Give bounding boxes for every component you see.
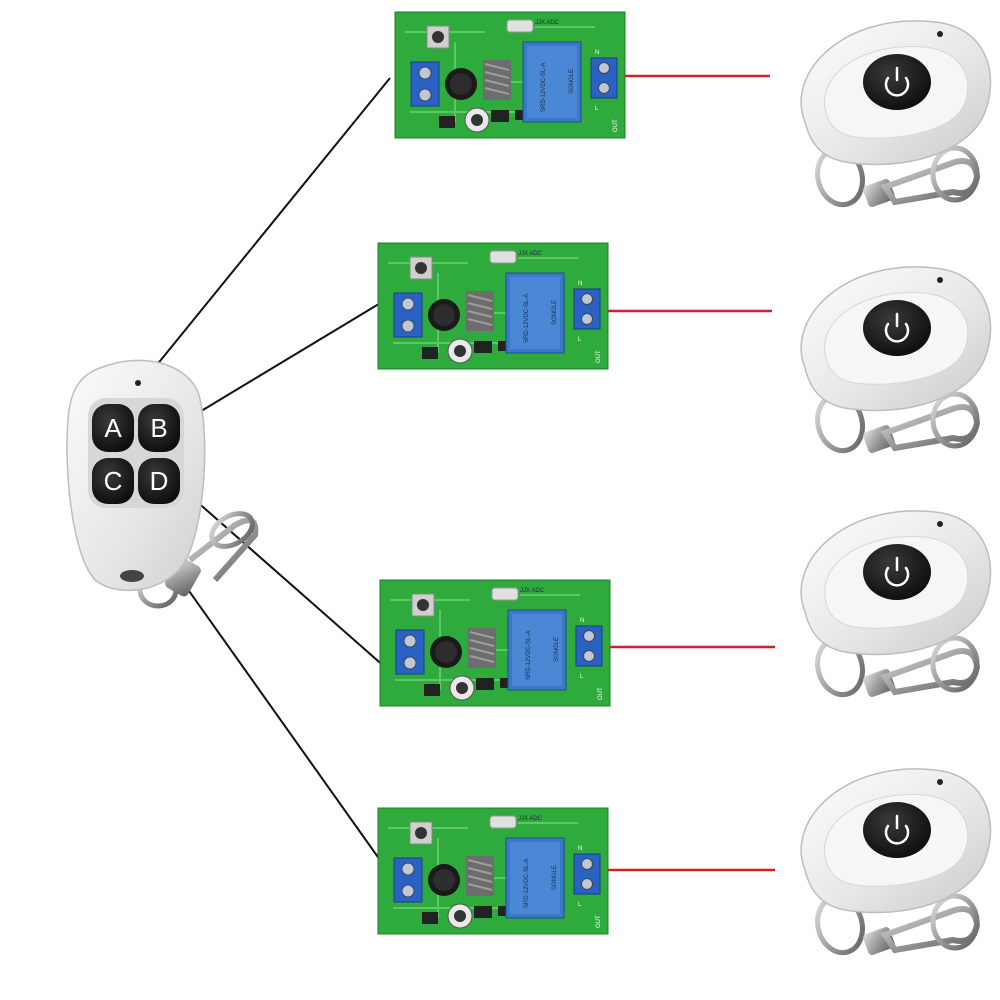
- relay-brand: SONGLE: [552, 865, 558, 890]
- button-b[interactable]: B: [138, 404, 180, 452]
- button-a-label: A: [104, 413, 122, 443]
- single-button-remote-1: [801, 21, 990, 210]
- link-line-d: [177, 484, 387, 669]
- receiver-board-3: JJX ADC SRD-12VDC-SL-A SONGLE N L OUT: [379, 579, 611, 707]
- button-a[interactable]: A: [92, 404, 134, 452]
- board-brand: JJX ADC: [520, 588, 545, 594]
- relay-label: SRD-12VDC-SL-A: [526, 631, 532, 680]
- terminal-l-label: L: [580, 674, 584, 680]
- output-lines: [602, 74, 775, 872]
- terminal-n-label: N: [580, 618, 584, 624]
- button-d[interactable]: D: [138, 458, 180, 504]
- out-label: OUT: [596, 350, 602, 363]
- four-button-remote: A B C D: [66, 359, 259, 609]
- button-c[interactable]: C: [92, 458, 134, 504]
- relay-label: SRD-12VDC-SL-A: [541, 63, 547, 112]
- out-label: OUT: [613, 119, 619, 132]
- receiver-board-2: JJX ADC SRD-12VDC-SL-A SONGLE N L OUT: [377, 242, 609, 370]
- power-button[interactable]: [867, 542, 927, 602]
- receiver-board-4: JJX ADC SRD-12VDC-SL-A SONGLE N L OUT: [377, 807, 609, 935]
- board-brand: JJX ADC: [518, 816, 543, 822]
- relay-label: SRD-12VDC-SL-A: [524, 294, 530, 343]
- single-button-remote-4: [801, 769, 990, 958]
- relay-brand: SONGLE: [554, 637, 560, 662]
- relay-brand: SONGLE: [569, 69, 575, 94]
- power-button[interactable]: [867, 298, 927, 358]
- out-label: OUT: [598, 687, 604, 700]
- terminal-n-label: N: [578, 846, 582, 852]
- terminal-l-label: L: [578, 337, 582, 343]
- power-button[interactable]: [867, 800, 927, 860]
- link-line-b: [177, 295, 393, 426]
- out-label: OUT: [596, 915, 602, 928]
- power-button[interactable]: [867, 52, 927, 112]
- single-button-remote-2: [801, 267, 990, 456]
- button-d-label: D: [150, 466, 169, 496]
- board-brand: JJX ADC: [518, 251, 543, 257]
- button-b-label: B: [150, 413, 167, 443]
- relay-label: SRD-12VDC-SL-A: [524, 859, 530, 908]
- board-brand: JJX ADC: [535, 20, 560, 26]
- link-line-a: [129, 77, 391, 399]
- terminal-l-label: L: [595, 106, 599, 112]
- terminal-n-label: N: [595, 50, 599, 56]
- single-button-remote-3: [801, 511, 990, 700]
- receiver-board-1: JJX ADC SRD-12VDC-SL-A SONGLE N L OUT: [394, 11, 626, 139]
- button-c-label: C: [104, 466, 123, 496]
- terminal-l-label: L: [578, 902, 582, 908]
- relay-brand: SONGLE: [552, 300, 558, 325]
- terminal-n-label: N: [578, 281, 582, 287]
